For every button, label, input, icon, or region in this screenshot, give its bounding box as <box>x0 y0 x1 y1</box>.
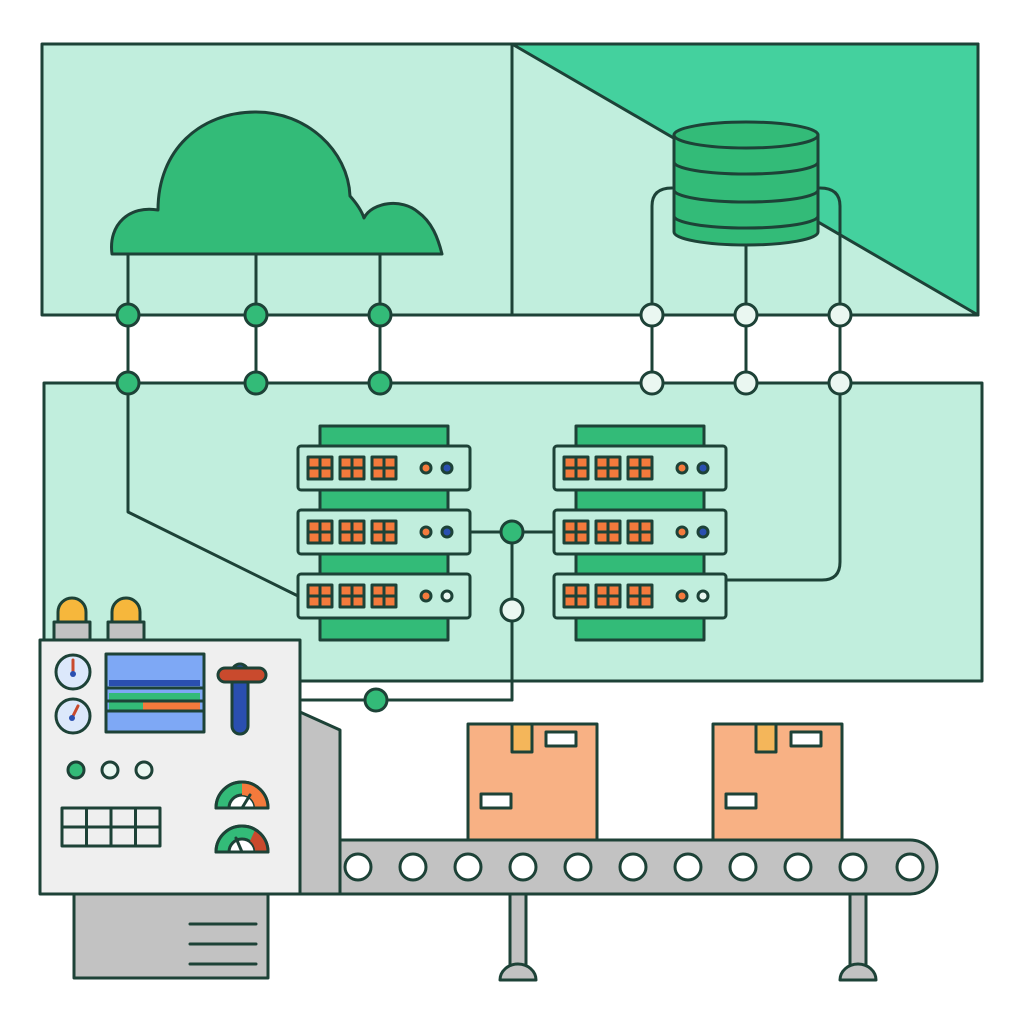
conveyor-rollers <box>343 852 925 882</box>
indicator-lights <box>66 760 154 780</box>
package-box-icon <box>711 722 844 842</box>
server-unit <box>296 444 472 492</box>
conveyor-belt-icon <box>334 838 939 982</box>
warning-lamp-icon <box>106 596 146 642</box>
connection-nodes <box>115 302 525 713</box>
meter-gauge-icon <box>214 780 270 810</box>
meter-gauge-icon <box>214 824 270 854</box>
cloud-icon <box>110 110 444 317</box>
server-rack-icon <box>296 424 472 642</box>
database-icon <box>650 120 842 317</box>
server-unit <box>552 444 728 492</box>
connection-nodes-light <box>499 302 853 623</box>
package-box-icon <box>466 722 599 842</box>
top-connectors <box>126 313 842 385</box>
dial-gauge-icon <box>54 653 92 691</box>
server-unit <box>296 572 472 620</box>
monitor-screen-icon <box>104 652 206 734</box>
server-unit <box>552 572 728 620</box>
dial-gauge-icon <box>54 697 92 735</box>
server-unit <box>296 508 472 556</box>
keypad-icon <box>60 806 162 848</box>
server-unit <box>552 508 728 556</box>
lever-icon <box>216 662 268 736</box>
control-panel-icon <box>38 596 342 980</box>
server-rack-icon <box>552 424 728 642</box>
warning-lamp-icon <box>52 596 92 642</box>
